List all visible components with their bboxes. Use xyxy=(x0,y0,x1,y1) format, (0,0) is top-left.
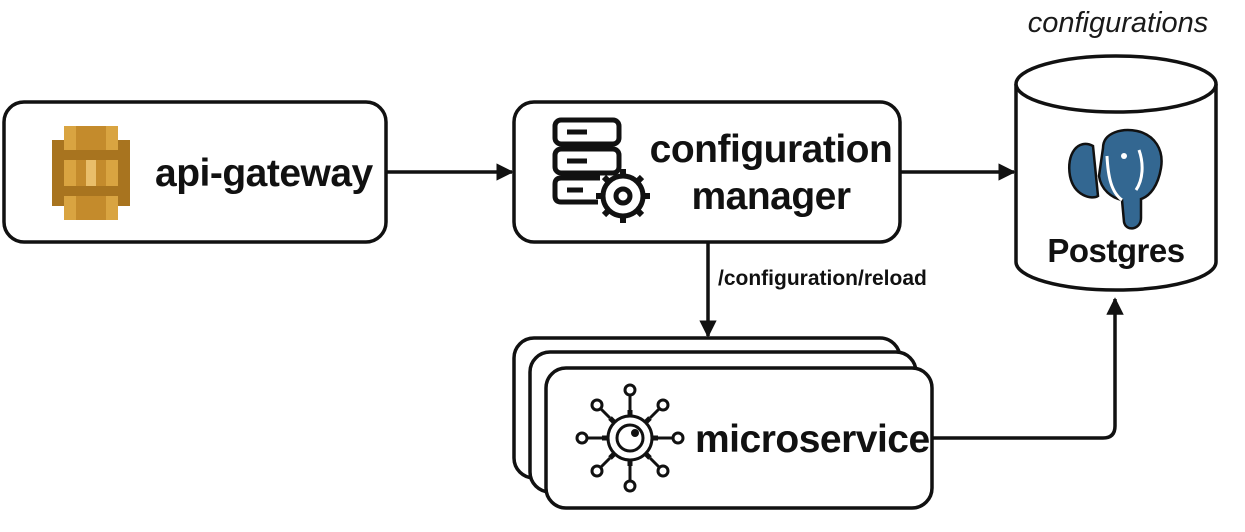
edges: /configuration/reload xyxy=(386,163,1124,440)
configuration-manager-box xyxy=(512,100,902,244)
api-gateway-label: api-gateway xyxy=(155,152,374,195)
postgres-label: Postgres xyxy=(1047,232,1184,269)
microservice-label: microservice xyxy=(695,418,930,461)
configuration-manager-label-line2: manager xyxy=(691,175,850,218)
edge-label-reload: /configuration/reload xyxy=(718,267,927,290)
configuration-manager-label-line1: configuration xyxy=(650,128,893,171)
configuration-manager-node: configuration manager xyxy=(512,100,902,244)
server-gear-icon xyxy=(552,117,650,223)
api-gateway-icon xyxy=(52,126,130,220)
postgres-node: Postgres configurations xyxy=(1014,7,1218,292)
microservice-box xyxy=(544,366,934,510)
edge-microservice-to-postgres xyxy=(932,297,1124,440)
api-gateway-node: api-gateway xyxy=(2,100,388,244)
microservice-node: microservice xyxy=(512,336,934,510)
postgres-elephant-icon xyxy=(1067,128,1163,230)
microservice-gear-icon xyxy=(575,383,685,493)
postgres-caption: configurations xyxy=(1028,7,1209,39)
postgres-cylinder-top xyxy=(1014,54,1218,114)
